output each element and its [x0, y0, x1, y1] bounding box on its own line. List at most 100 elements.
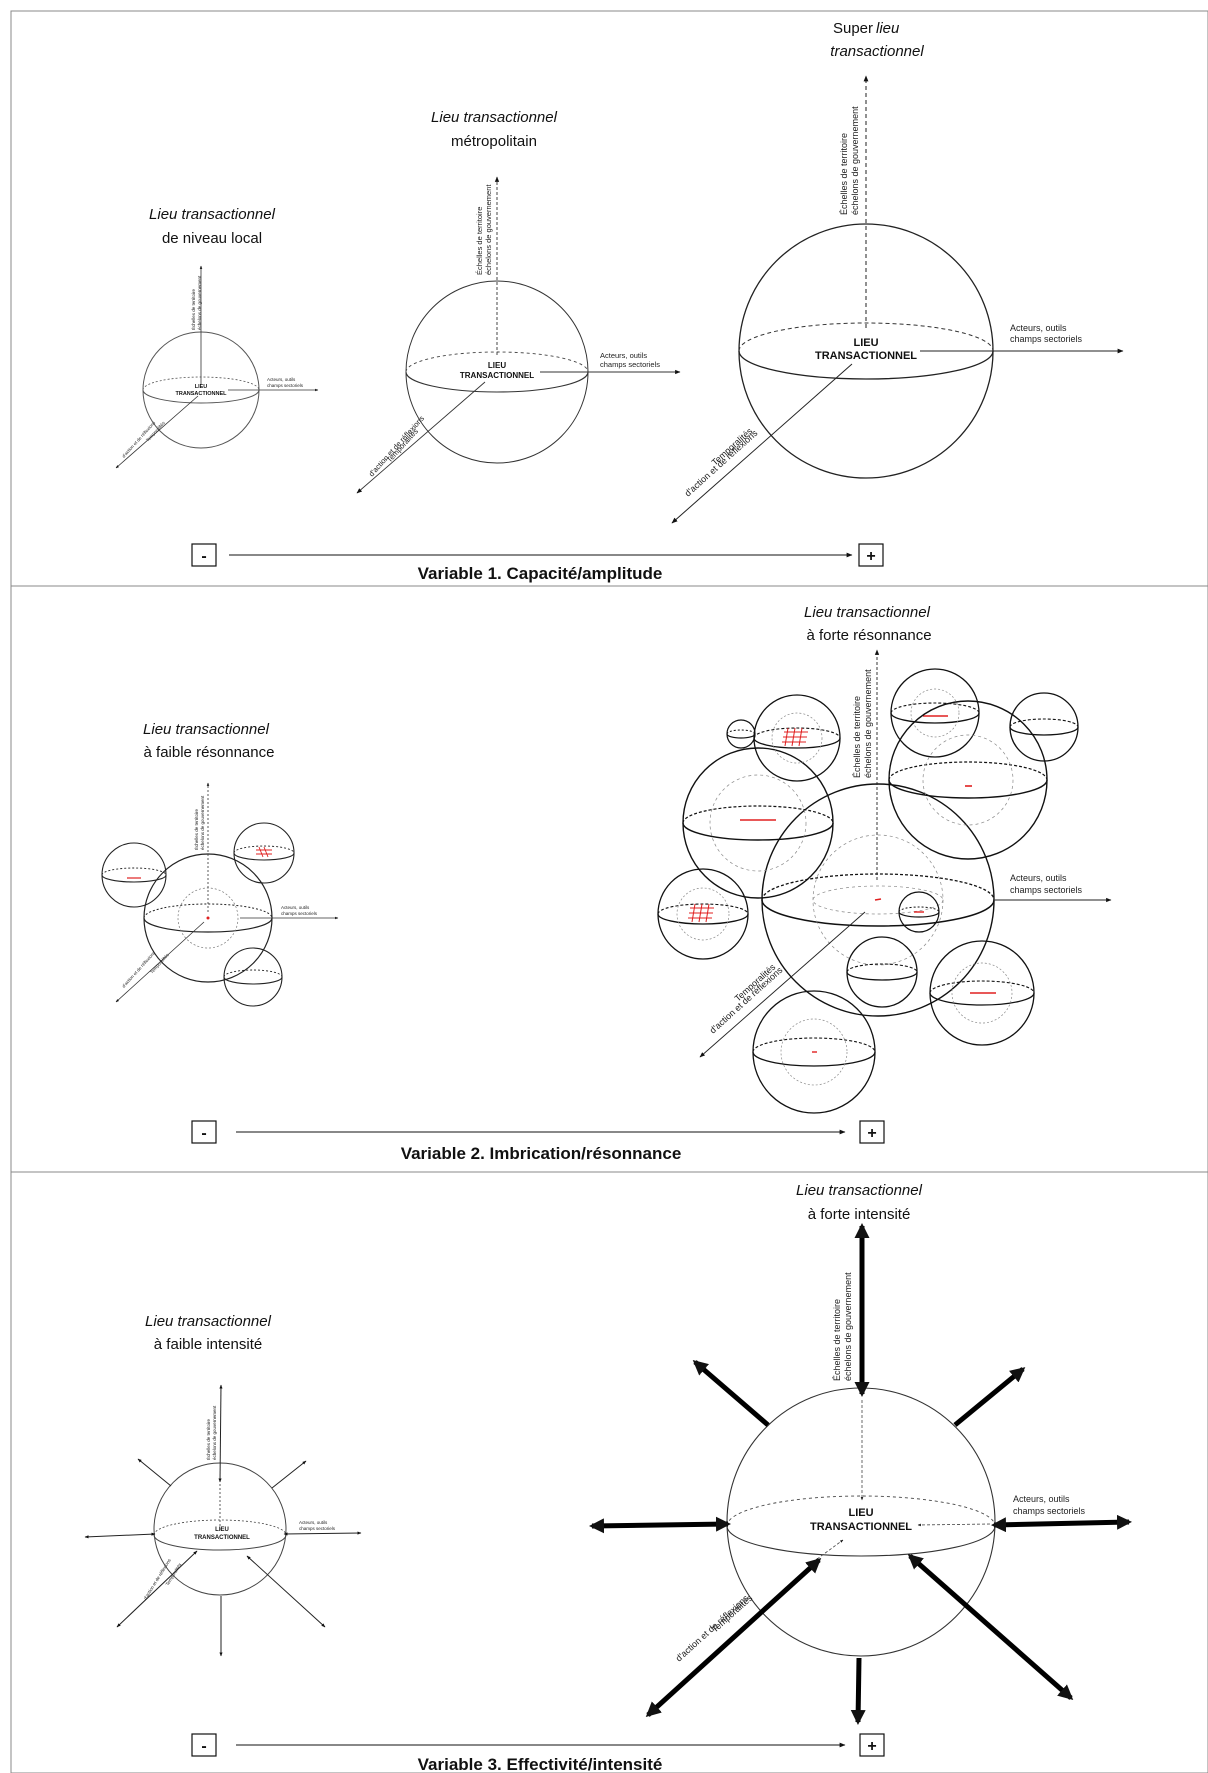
metro-axis-h-label2: champs sectoriels: [600, 360, 660, 369]
farright-equator-front: [1009, 726, 1079, 736]
bottom-equator-front: [752, 1051, 876, 1067]
weak-int-axis-h-label1: Acteurs, outils: [299, 1520, 328, 1525]
strong-int-axis-v-label1: Échelles de territoire: [832, 1299, 842, 1381]
weak-int-arrow-downright: [246, 1555, 326, 1628]
satellite-2-equator-back: [233, 845, 295, 854]
main-equator-front: [761, 899, 995, 927]
left-inner-sphere: [709, 774, 807, 872]
minus-box: [191, 543, 217, 567]
plus-box: [858, 543, 884, 567]
super-axis-h-label1: Acteurs, outils: [1010, 323, 1067, 333]
strong-int-axis-h-label2: champs sectoriels: [1013, 1506, 1086, 1516]
super-axis-v-label2: échelons de gouvernement: [850, 106, 860, 215]
strong-res-sphere-tiny: [726, 719, 756, 749]
metro-title-normal: métropolitain: [451, 133, 537, 150]
weak-res-main-equator-front: [143, 917, 273, 933]
left-equator-back: [682, 805, 834, 824]
weak-res-axis-h-label2: champs sectoriels: [281, 911, 318, 916]
super-equator-back: [738, 322, 994, 352]
metro-axis-v-label1: Échelles de territoire: [475, 207, 484, 275]
metro-title-italic: Lieu transactionnel: [431, 109, 558, 126]
strong-int-axis-v-label2: échelons de gouvernement: [843, 1272, 853, 1381]
weak-int-arrow-upright: [271, 1460, 307, 1489]
satellite-1-equator-front: [101, 874, 167, 883]
bottom-inner-sphere: [780, 1018, 848, 1086]
panel-3: Lieu transactionnel à faible intensité L…: [84, 1182, 1132, 1773]
weak-int-axis-v-label1: Échelles de territoire: [205, 1418, 211, 1460]
weak-int-title-italic: Lieu transactionnel: [145, 1313, 272, 1330]
super-center-line2: TRANSACTIONNEL: [815, 350, 917, 362]
figure-frame: [10, 10, 1208, 1773]
weak-res-title-italic: Lieu transactionnel: [143, 721, 270, 738]
plus-sign: +: [867, 1125, 876, 1142]
satellite-2-red-grid: [256, 846, 272, 858]
super-sphere: Super lieu transactionnel LIEU TRANSACTI…: [671, 20, 1124, 524]
weak-res-title-normal: à faible résonnance: [144, 744, 275, 761]
weak-resonance-cluster: Lieu transactionnel à faible résonnance …: [101, 721, 339, 1007]
metro-sphere: Lieu transactionnel métropolitain LIEU T…: [356, 109, 681, 494]
weak-res-axis-v-label1: Échelles de territoire: [193, 808, 199, 850]
local-equator-front: [142, 389, 260, 404]
strong-res-axis-v-label2: échelons de gouvernement: [863, 669, 873, 778]
local-sphere: Lieu transactionnel de niveau local LIEU…: [115, 206, 319, 469]
local-axis-h-label2: champs sectoriels: [267, 383, 304, 388]
metro-axis-h-label1: Acteurs, outils: [600, 351, 647, 360]
lowright-equator-back: [929, 980, 1035, 994]
lowright-equator-front: [929, 992, 1035, 1006]
strong-int-arrow-upright: [953, 1367, 1026, 1427]
super-center-line1: LIEU: [853, 337, 878, 349]
weak-int-arrow-upleft: [137, 1458, 172, 1487]
weak-int-axis-v-label2: échelons de gouvernement: [212, 1405, 217, 1460]
lowmid-equator-front: [846, 971, 918, 981]
weak-int-arrow-up: [218, 1384, 223, 1483]
metro-axis-d-label2: d'action et de réflexions: [367, 414, 426, 479]
main-inner-equator: [812, 885, 944, 915]
weak-int-arrow-downleft: [116, 1550, 198, 1628]
strong-int-axis-h-label1: Acteurs, outils: [1013, 1494, 1070, 1504]
leftlow-equator-back: [657, 903, 749, 915]
variable-2-scale: - + Variable 2. Imbrication/résonnance: [191, 1120, 885, 1163]
plus-sign: +: [866, 548, 875, 565]
weak-int-axis-h-label2: champs sectoriels: [299, 1526, 336, 1531]
topmid-inner-sphere: [771, 712, 823, 764]
strong-int-title-normal: à forte intensité: [808, 1206, 911, 1223]
top1-equator-front: [890, 712, 980, 724]
strong-int-arrow-right: [991, 1514, 1132, 1533]
variable-2-label: Variable 2. Imbrication/résonnance: [401, 1144, 682, 1163]
weak-res-center-dot: [206, 916, 210, 920]
strong-res-axis-v-label1: Échelles de territoire: [852, 696, 862, 778]
strong-int-title-italic: Lieu transactionnel: [796, 1182, 923, 1199]
strong-int-center-line1: LIEU: [848, 1507, 873, 1519]
panel-1: Lieu transactionnel de niveau local LIEU…: [115, 20, 1124, 583]
weak-intensity-sphere: Lieu transactionnel à faible intensité L…: [84, 1313, 362, 1657]
super-axis-v-label1: Échelles de territoire: [839, 133, 849, 215]
strong-res-sphere-right-big: [888, 700, 1048, 860]
metro-center-line2: TRANSACTIONNEL: [460, 371, 534, 380]
leftlow-equator-front: [657, 913, 749, 925]
strong-res-axis-h-label1: Acteurs, outils: [1010, 873, 1067, 883]
strong-res-axis-d-label2: d'action et de réflexions: [708, 965, 785, 1036]
minus-sign: -: [201, 548, 206, 565]
satellite-2-equator-front: [233, 852, 295, 861]
farright-equator-back: [1009, 718, 1079, 728]
strong-int-arrow-upleft: [692, 1360, 770, 1427]
tiny-equator-front: [726, 733, 756, 739]
minus-sign: -: [201, 1738, 206, 1755]
local-axis-v-label1: Échelles de territoire: [190, 288, 196, 330]
strong-res-sphere-leftlow: [657, 868, 749, 960]
variable-3-label: Variable 3. Effectivité/intensité: [418, 1755, 663, 1773]
left-equator-front: [682, 822, 834, 841]
weak-int-center-line2: TRANSACTIONNEL: [194, 1535, 250, 1541]
weak-res-axis-h-label1: Acteurs, outils: [281, 905, 310, 910]
topmid-equator-front: [753, 737, 841, 749]
strong-int-equator-front: [726, 1525, 996, 1557]
weak-int-center-line1: LIEU: [215, 1527, 229, 1533]
weak-res-axis-v-label2: échelons de gouvernement: [200, 795, 205, 850]
variable-1-scale: - + Variable 1. Capacité/amplitude: [191, 543, 884, 583]
leftlow-red-grid: [688, 903, 714, 923]
strong-int-arrow-downleft: [645, 1557, 822, 1718]
main-red-mark: [874, 898, 882, 901]
strong-int-inner-axis-h: [917, 1523, 991, 1527]
strong-res-axis-diagonal: [699, 911, 866, 1058]
